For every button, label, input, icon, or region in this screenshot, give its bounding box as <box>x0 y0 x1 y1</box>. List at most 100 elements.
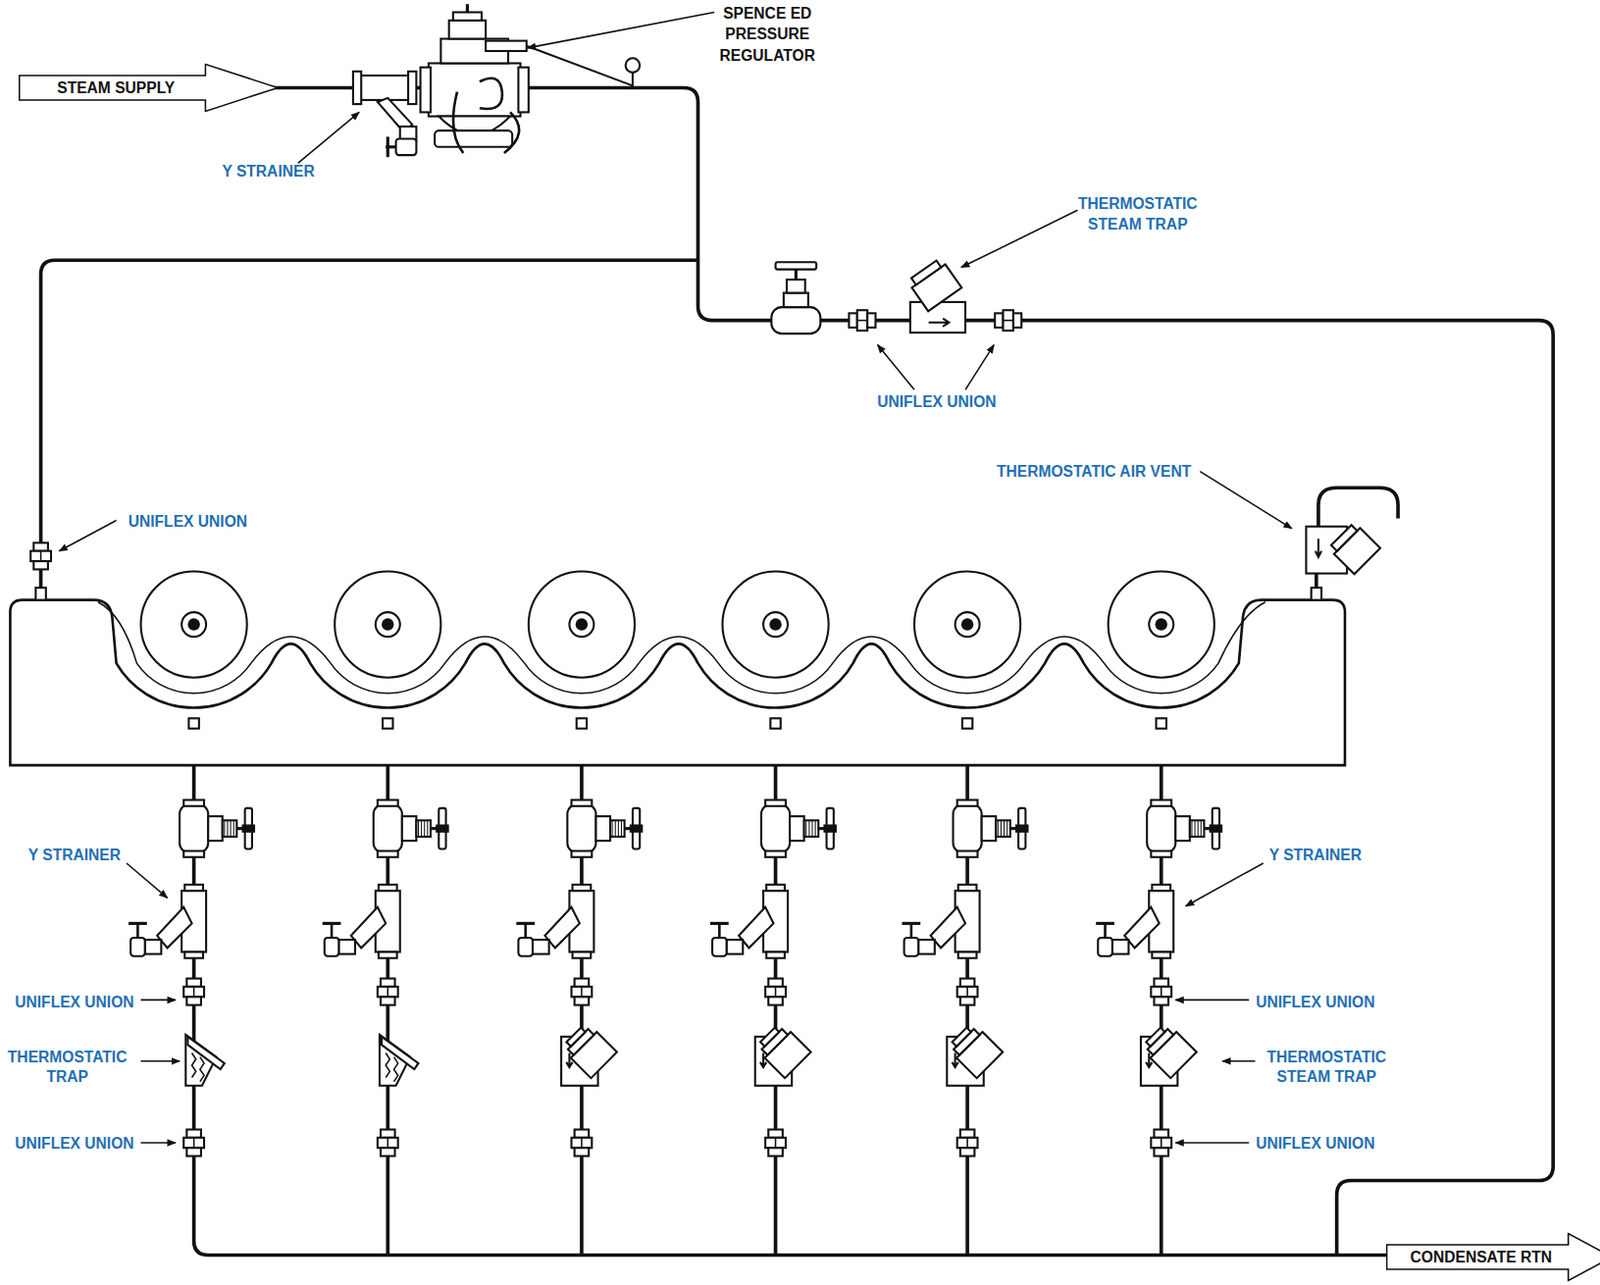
roll <box>528 571 635 678</box>
y-strainer <box>710 884 788 959</box>
drying-roll <box>334 571 441 678</box>
arrow-shape <box>19 64 278 112</box>
thermostatic-steam-trap <box>754 1022 811 1086</box>
gauge-stem <box>631 71 634 89</box>
uniflex-union <box>848 309 876 331</box>
leader-line <box>58 520 116 552</box>
arrow-shape <box>1387 1234 1600 1282</box>
globe-valve <box>771 261 821 334</box>
handwheel-nut <box>823 824 837 832</box>
flow-arrow <box>929 318 950 327</box>
roll-shaft <box>1155 618 1168 630</box>
callout-label: Y STRAINER <box>1243 844 1388 866</box>
leader-line <box>1175 999 1249 1002</box>
steam-pipe <box>243 87 1554 1255</box>
y-strainer <box>128 884 207 959</box>
y-strainer <box>322 884 401 959</box>
uniflex-union <box>765 979 786 1006</box>
flow-arrow-box: CONDENSATE RTN <box>1386 1233 1600 1283</box>
callout-label: Y STRAINER <box>2 844 147 866</box>
leader-line <box>141 1060 181 1063</box>
handwheel-nut <box>435 824 450 832</box>
nozzle <box>35 587 46 600</box>
roll-shaft <box>769 618 781 630</box>
roll-shaft <box>575 618 588 630</box>
drying-roll <box>722 571 828 678</box>
condensate-header <box>194 726 1389 1256</box>
steam-pipe <box>41 259 699 590</box>
flow-label: STEAM SUPPLY <box>56 78 175 97</box>
callout-label: THERMOSTATIC STEAM TRAP <box>1066 193 1210 235</box>
uniflex-union <box>571 1130 593 1157</box>
roll-hub <box>763 612 788 637</box>
thermostatic-trap <box>379 1034 419 1086</box>
uniflex-union <box>1150 979 1172 1006</box>
leader-line <box>1222 1060 1255 1063</box>
flow-label: CONDENSATE RTN <box>1410 1247 1552 1266</box>
uniflex-union <box>957 1130 979 1157</box>
bellows <box>192 1052 205 1082</box>
drain-nozzle <box>770 718 780 728</box>
uniflex-union <box>30 542 52 569</box>
leader-line <box>877 345 915 391</box>
trap-cap <box>1139 1022 1196 1079</box>
callout-label: UNIFLEX UNION <box>2 991 147 1013</box>
leader-line <box>141 1141 176 1144</box>
uniflex-union <box>183 1130 205 1157</box>
nozzle <box>1311 587 1322 600</box>
y-strainer <box>353 71 416 157</box>
handwheel-nut <box>629 824 644 832</box>
trap-cap <box>946 1022 1003 1079</box>
drying-roll <box>914 571 1021 678</box>
leader-line <box>961 209 1079 267</box>
thermostatic-steam-trap <box>1139 1022 1196 1086</box>
leader-line <box>1175 1141 1249 1144</box>
y-strainer <box>516 884 594 959</box>
bellows <box>385 1052 398 1082</box>
drain-nozzle <box>188 718 199 728</box>
uniflex-union <box>377 1130 399 1157</box>
roll-hub <box>181 612 207 637</box>
callout-label: Y STRAINER <box>197 160 341 182</box>
pressure-gauge <box>625 57 641 73</box>
uniflex-union <box>183 979 205 1006</box>
drying-roll <box>141 571 248 678</box>
roll <box>914 571 1021 678</box>
drain-nozzle <box>1156 718 1167 728</box>
thermostatic-air-vent <box>1305 521 1381 574</box>
trap-cap <box>907 258 963 312</box>
thermostatic-steam-trap <box>561 1022 618 1086</box>
handwheel-nut <box>242 824 257 832</box>
globe-valve <box>179 800 256 858</box>
callout-label: THERMOSTATIC TRAP <box>3 1046 131 1088</box>
drying-roll <box>528 571 635 678</box>
globe-valve <box>953 800 1030 858</box>
drain-nozzle <box>382 718 393 728</box>
flow-arrow <box>1145 1052 1152 1068</box>
roll-shaft <box>187 618 200 630</box>
leader-line <box>141 999 176 1002</box>
drying-roll <box>1108 571 1215 678</box>
machine-jacket <box>98 602 1266 694</box>
globe-valve <box>373 800 450 858</box>
uniflex-union <box>1150 1130 1172 1157</box>
uniflex-union <box>765 1130 786 1157</box>
roll-hub <box>375 612 401 637</box>
flow-arrow <box>566 1052 572 1068</box>
callout-label: THERMOSTATIC AIR VENT <box>981 461 1207 482</box>
roll-shaft <box>961 618 974 630</box>
roll-hub <box>568 612 594 637</box>
uniflex-union <box>957 979 979 1006</box>
leader-line <box>527 11 715 48</box>
leader-line <box>1186 863 1264 907</box>
roll-hub <box>955 612 981 637</box>
uniflex-union <box>994 309 1022 331</box>
trap-cap <box>754 1022 811 1079</box>
y-strainer <box>1095 884 1174 959</box>
y-strainer <box>902 884 981 959</box>
trap-cap <box>561 1022 618 1079</box>
globe-valve <box>1146 800 1223 858</box>
roll <box>722 571 828 678</box>
